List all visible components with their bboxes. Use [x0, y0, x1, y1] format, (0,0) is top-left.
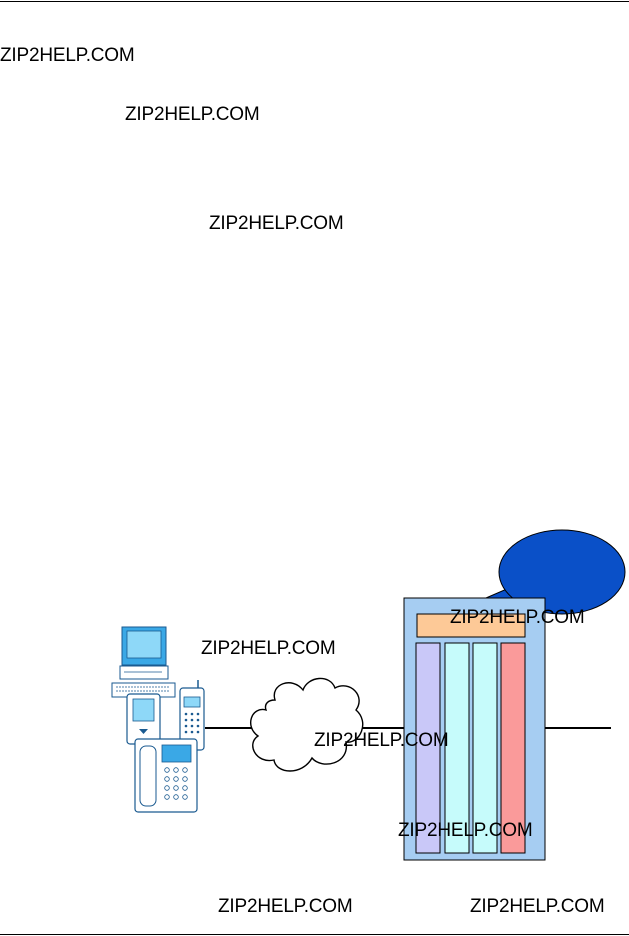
watermark: ZIP2HELP.COM: [450, 607, 585, 628]
watermark: ZIP2HELP.COM: [201, 638, 336, 659]
pda-icon: [126, 693, 161, 745]
computer-terminal-icon: [111, 626, 176, 698]
desk-phone-icon: [134, 738, 198, 813]
server-cabinet-icon: [403, 597, 546, 861]
watermark: ZIP2HELP.COM: [398, 820, 533, 841]
watermark: ZIP2HELP.COM: [218, 896, 353, 917]
bottom-rule: [0, 934, 629, 935]
watermark: ZIP2HELP.COM: [470, 896, 605, 917]
watermark: ZIP2HELP.COM: [125, 104, 260, 125]
top-rule: [0, 1, 629, 2]
watermark: ZIP2HELP.COM: [0, 45, 135, 66]
watermark: ZIP2HELP.COM: [209, 213, 344, 234]
watermark: ZIP2HELP.COM: [314, 730, 449, 751]
network-cloud-icon: [249, 677, 364, 772]
cordless-phone-icon: [179, 680, 205, 751]
